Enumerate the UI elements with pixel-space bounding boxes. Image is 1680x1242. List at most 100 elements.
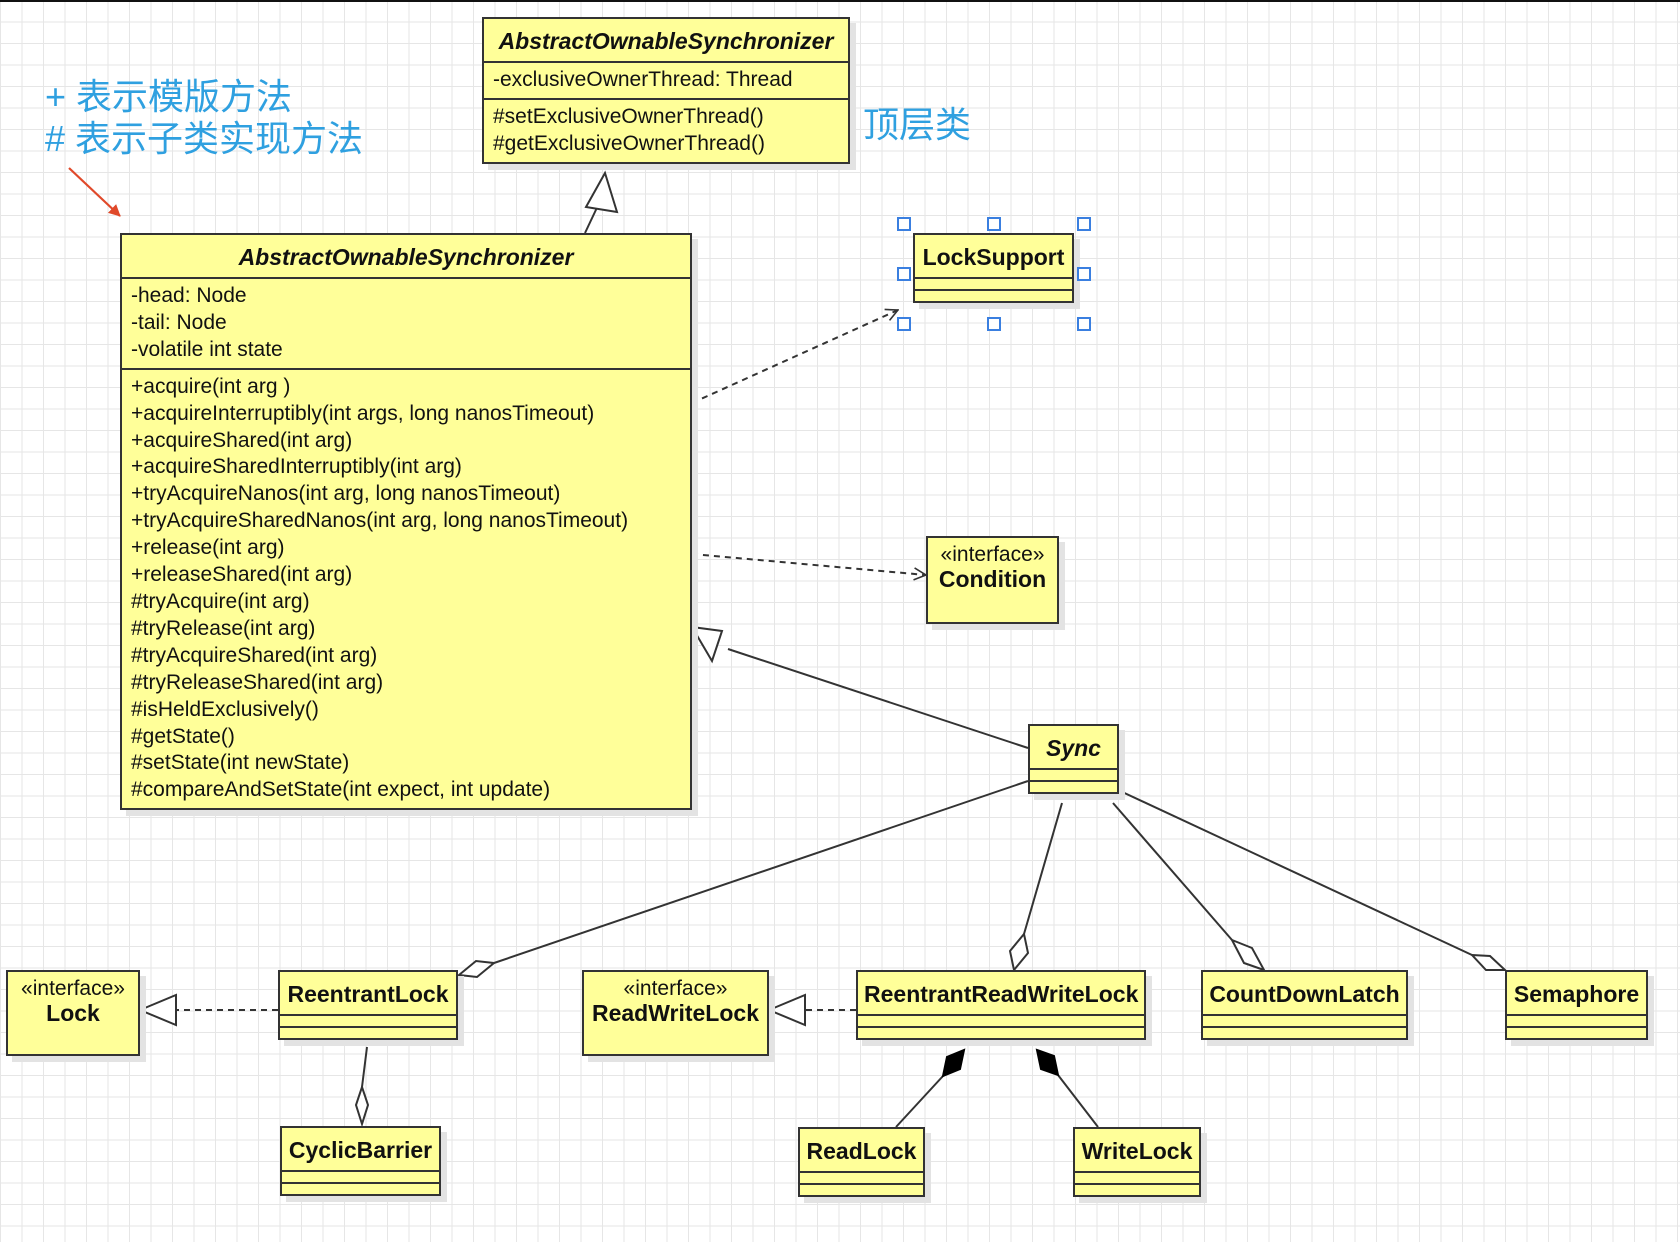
aggregation-diamond bbox=[456, 959, 497, 979]
method-row: #isHeldExclusively() bbox=[131, 697, 319, 721]
attribute-row: -head: Node bbox=[131, 284, 247, 307]
class-methods: #setExclusiveOwnerThread() #getExclusive… bbox=[484, 97, 848, 162]
aggregation-reentrantlock-sync bbox=[493, 780, 1029, 964]
selection-handle[interactable] bbox=[987, 317, 1001, 331]
dependency-aqs-to-condition bbox=[691, 553, 926, 575]
dependency-aqs-to-locksupport bbox=[691, 310, 898, 404]
window-top-edge bbox=[0, 0, 1680, 2]
legend-subclass-method-note: # 表示子类实现方法 bbox=[45, 118, 364, 159]
class-reentrant-read-write-lock[interactable]: ReentrantReadWriteLock bbox=[856, 970, 1146, 1040]
interface-lock[interactable]: «interface» Lock bbox=[6, 970, 140, 1056]
generalization-arrowhead bbox=[584, 170, 619, 214]
realization-arrowhead bbox=[137, 993, 177, 1027]
attribute-row: -exclusiveOwnerThread: Thread bbox=[493, 68, 793, 91]
class-name: CyclicBarrier bbox=[288, 1137, 433, 1163]
class-methods bbox=[915, 289, 1072, 301]
class-count-down-latch[interactable]: CountDownLatch bbox=[1201, 970, 1408, 1040]
selection-handle[interactable] bbox=[897, 267, 911, 281]
composition-rrwlock-writelock bbox=[1057, 1074, 1099, 1128]
aggregation-countdownlatch-sync bbox=[1112, 802, 1233, 941]
method-row: #setState(int newState) bbox=[131, 751, 350, 775]
method-row: +acquire(int arg ) bbox=[131, 374, 291, 398]
aggregation-diamond bbox=[1008, 931, 1030, 973]
class-methods bbox=[280, 1026, 456, 1038]
method-row: +tryAcquireSharedNanos(int arg, long nan… bbox=[131, 509, 629, 533]
class-methods bbox=[1030, 780, 1117, 792]
selection-handle[interactable] bbox=[987, 217, 1001, 231]
class-methods bbox=[282, 1182, 439, 1194]
selection-handle[interactable] bbox=[1077, 317, 1091, 331]
class-name: «interface» ReadWriteLock bbox=[584, 972, 767, 1033]
class-name: Sync bbox=[1046, 735, 1101, 761]
class-name: «interface» Lock bbox=[8, 972, 138, 1033]
interface-name: ReadWriteLock bbox=[591, 1000, 759, 1026]
class-name: ReadLock bbox=[806, 1138, 917, 1164]
class-methods: +acquire(int arg ) +acquireInterruptibly(… bbox=[122, 367, 690, 809]
selection-handle[interactable] bbox=[897, 317, 911, 331]
method-row: #getExclusiveOwnerThread() bbox=[493, 131, 765, 155]
class-attributes: -exclusiveOwnerThread: Thread bbox=[484, 61, 848, 98]
method-row: #tryAcquireShared(int arg) bbox=[131, 643, 378, 667]
class-methods bbox=[1075, 1183, 1199, 1195]
class-methods bbox=[800, 1183, 923, 1195]
top-class-note: 顶层类 bbox=[863, 104, 972, 145]
class-cyclic-barrier[interactable]: CyclicBarrier bbox=[280, 1126, 441, 1196]
class-abstract-ownable-synchronizer-top[interactable]: AbstractOwnableSynchronizer -exclusiveOw… bbox=[482, 17, 850, 164]
composition-rrwlock-readlock bbox=[895, 1075, 944, 1128]
aggregation-diamond bbox=[1229, 938, 1267, 972]
class-attributes bbox=[915, 277, 1072, 289]
class-sync[interactable]: Sync bbox=[1028, 724, 1119, 794]
class-semaphore[interactable]: Semaphore bbox=[1505, 970, 1648, 1040]
class-read-lock[interactable]: ReadLock bbox=[798, 1127, 925, 1197]
class-name: CountDownLatch bbox=[1209, 981, 1400, 1007]
interface-condition[interactable]: «interface» Condition bbox=[926, 536, 1059, 624]
class-reentrant-lock[interactable]: ReentrantLock bbox=[278, 970, 458, 1040]
annotation-pointer-arrow bbox=[68, 167, 121, 217]
method-row: +release(int arg) bbox=[131, 536, 285, 560]
class-attributes bbox=[1507, 1014, 1646, 1026]
class-methods bbox=[858, 1026, 1144, 1038]
interface-name: Condition bbox=[938, 566, 1047, 592]
method-row: +tryAcquireNanos(int arg, long nanosTime… bbox=[131, 482, 561, 506]
class-lock-support[interactable]: LockSupport bbox=[913, 233, 1074, 303]
aggregation-diamond bbox=[354, 1083, 370, 1128]
interface-read-write-lock[interactable]: «interface» ReadWriteLock bbox=[582, 970, 769, 1056]
selection-handle[interactable] bbox=[897, 217, 911, 231]
interface-name: Lock bbox=[46, 1000, 100, 1026]
selection-handle[interactable] bbox=[1077, 217, 1091, 231]
composition-diamond bbox=[941, 1048, 966, 1078]
class-name: Semaphore bbox=[1513, 981, 1640, 1007]
class-attributes bbox=[280, 1014, 456, 1026]
attribute-row: -volatile int state bbox=[131, 337, 283, 361]
method-row: #setExclusiveOwnerThread() bbox=[493, 104, 764, 128]
method-row: #compareAndSetState(int expect, int upda… bbox=[131, 778, 551, 802]
realization-arrowhead bbox=[766, 993, 806, 1027]
class-methods bbox=[1507, 1026, 1646, 1038]
class-attributes bbox=[282, 1170, 439, 1182]
class-name: «interface» Condition bbox=[928, 538, 1057, 599]
method-row: #tryReleaseShared(int arg) bbox=[131, 670, 384, 694]
method-row: #tryAcquire(int arg) bbox=[131, 589, 310, 613]
selection-handle[interactable] bbox=[1077, 267, 1091, 281]
method-row: +acquireInterruptibly(int args, long nan… bbox=[131, 401, 595, 425]
method-row: #getState() bbox=[131, 724, 235, 748]
class-attributes bbox=[1075, 1171, 1199, 1183]
stereotype-label: «interface» bbox=[623, 977, 728, 1000]
stereotype-label: «interface» bbox=[940, 543, 1045, 566]
class-write-lock[interactable]: WriteLock bbox=[1073, 1127, 1201, 1197]
class-abstract-queued-synchronizer[interactable]: AbstractOwnableSynchronizer -head: Node-… bbox=[120, 233, 692, 811]
class-name: AbstractOwnableSynchronizer bbox=[498, 28, 834, 54]
composition-diamond bbox=[1035, 1048, 1060, 1077]
class-methods bbox=[1203, 1026, 1406, 1038]
class-name: WriteLock bbox=[1081, 1138, 1193, 1164]
aggregation-diamond bbox=[1469, 953, 1508, 971]
stereotype-label: «interface» bbox=[21, 977, 125, 1000]
class-attributes: -head: Node-tail: Node-volatile int stat… bbox=[122, 277, 690, 368]
aggregation-semaphore-sync bbox=[1117, 789, 1473, 956]
method-row: +releaseShared(int arg) bbox=[131, 563, 353, 587]
class-attributes bbox=[1203, 1014, 1406, 1026]
class-attributes bbox=[800, 1171, 923, 1183]
class-name: LockSupport bbox=[922, 244, 1065, 270]
aggregation-rrwlock-sync bbox=[1023, 802, 1063, 935]
